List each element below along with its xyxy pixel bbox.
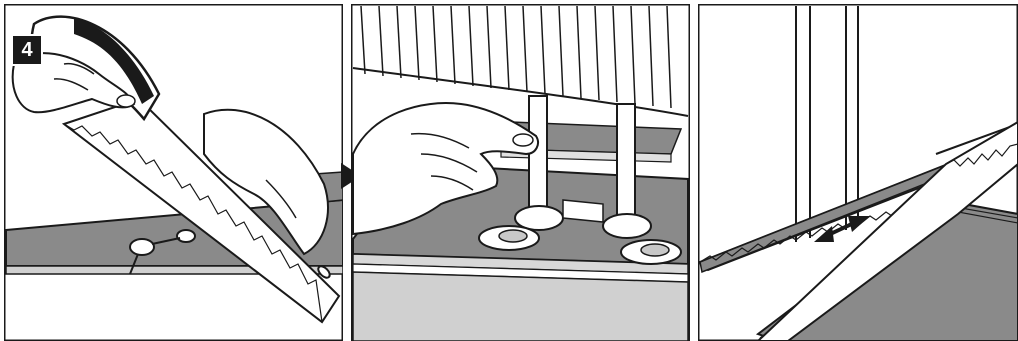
saw-cutting-illustration	[4, 4, 343, 341]
panel-saw-cutting: 4	[4, 4, 343, 341]
step-number-badge: 4	[11, 34, 43, 66]
panel-fitting-around-pipes	[351, 4, 690, 341]
door-frame-illustration	[698, 4, 1018, 341]
pipe-fitting-illustration	[351, 4, 690, 341]
panel-sawing-door-frame	[698, 4, 1018, 341]
